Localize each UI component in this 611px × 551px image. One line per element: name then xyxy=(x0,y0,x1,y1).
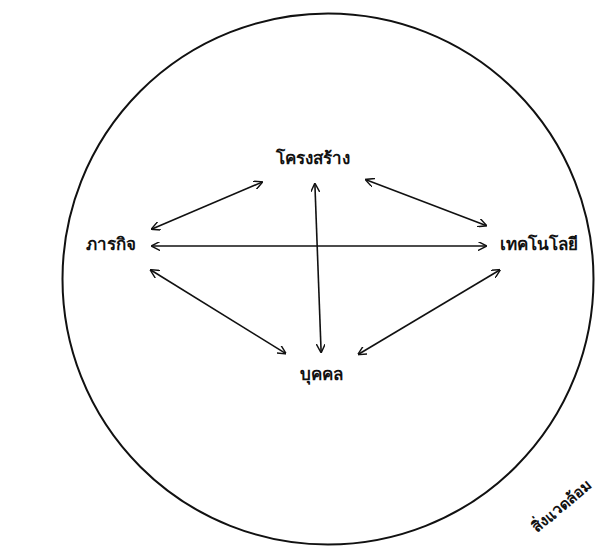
environment-circle: สิ่งแวดล้อม โครงสร้างภารกิจ เทคโนโลยีบุคคล xyxy=(61,12,595,546)
environment-label: สิ่งแวดล้อม xyxy=(527,474,597,538)
relation-arrow xyxy=(315,184,321,352)
node-label: เทคโนโลยี xyxy=(494,230,584,260)
relation-arrow xyxy=(366,180,486,226)
element-node: ภารกิจ xyxy=(80,230,144,262)
relation-arrow xyxy=(151,270,286,353)
node-label: บุคคล xyxy=(294,360,349,390)
relation-arrow xyxy=(359,270,500,354)
element-node: โครงสร้าง xyxy=(270,144,358,176)
relation-arrow xyxy=(152,182,262,229)
circle-border xyxy=(63,14,594,545)
element-node: เทคโนโลยี xyxy=(494,230,586,262)
element-node: บุคคล xyxy=(294,360,351,392)
node-label: โครงสร้าง xyxy=(270,144,356,174)
relation-arrow xyxy=(152,245,486,247)
node-label: ภารกิจ xyxy=(80,230,142,260)
circle-outline xyxy=(61,12,595,546)
